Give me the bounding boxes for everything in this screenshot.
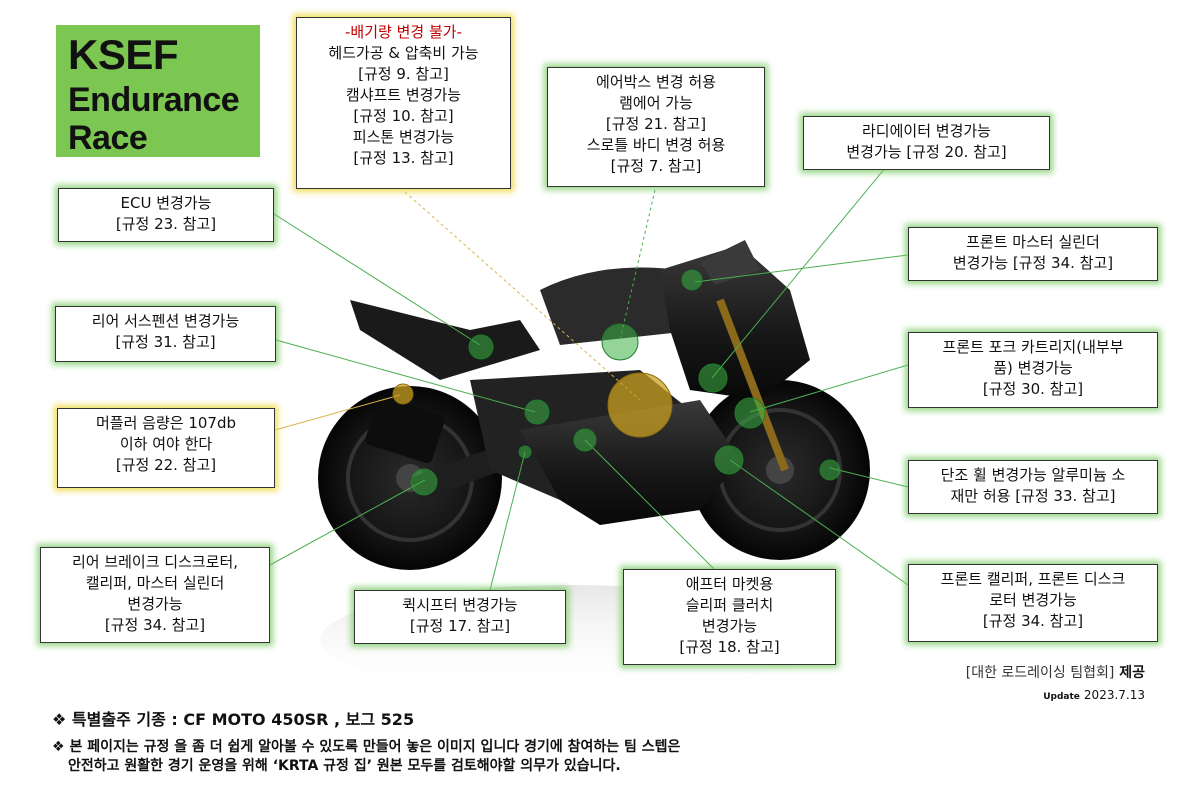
callout-text: 이하 여야 한다 — [119, 435, 213, 453]
callout-muffler: 머플러 음량은 107db 이하 여야 한다 [규정 22. 참고] — [57, 408, 275, 488]
markers — [410, 269, 841, 496]
callout-text: [규정 23. 참고] — [115, 215, 217, 233]
title-line-3: Race — [68, 119, 148, 157]
marker-wheel — [714, 445, 744, 475]
callout-text: [규정 22. 참고] — [115, 456, 217, 474]
callout-text: [규정 21. 참고] — [605, 115, 707, 133]
credit-org: [대한 로드레이싱 팀협회] — [965, 665, 1115, 681]
callout-text: [규정 13. 참고] — [353, 149, 454, 167]
lower-fairing — [520, 400, 740, 525]
callout-text: 에어박스 변경 허용 — [596, 73, 716, 91]
exhaust-muffler — [365, 396, 445, 464]
callout-quickshifter: 퀵시프터 변경가능 [규정 17. 참고] — [354, 590, 566, 644]
windscreen — [700, 240, 760, 285]
callout-text: 재만 허용 [규정 33. 참고] — [950, 487, 1116, 505]
note-disclaimer-line1: 본 페이지는 규정 을 좀 더 쉽게 알아볼 수 있도록 만들어 놓은 이미지 … — [69, 739, 681, 755]
callout-text: [규정 7. 참고] — [610, 157, 702, 175]
update-date: 2023.7.13 — [1083, 688, 1145, 702]
update-label: Update — [1043, 692, 1080, 702]
callout-text: 라디에이터 변경가능 — [862, 122, 991, 140]
callout-text: 단조 휠 변경가능 알루미늄 소 — [940, 466, 1126, 484]
marker-displacement — [607, 372, 673, 438]
callout-rear-suspension: 리어 서스펜션 변경가능 [규정 31. 참고] — [55, 306, 276, 362]
callout-text: [규정 30. 참고] — [982, 380, 1084, 398]
callout-text: 스로틀 바디 변경 허용 — [586, 136, 726, 154]
callout-text: ECU 변경가능 — [120, 194, 212, 212]
callout-displacement: -배기량 변경 불가- 헤드가공 & 압축비 가능 [규정 9. 참고] 캠샤프… — [296, 17, 511, 189]
callout-text: [규정 31. 참고] — [115, 333, 216, 351]
callout-text: 변경가능 [규정 34. 참고] — [952, 254, 1114, 272]
note-machine-text: 특별출주 기종 : CF MOTO 450SR , 보그 525 — [71, 710, 415, 729]
callout-front-caliper: 프론트 캘리퍼, 프론트 디스크 로터 변경가능 [규정 34. 참고] — [908, 564, 1158, 642]
marker-front-master — [681, 269, 703, 291]
callout-radiator: 라디에이터 변경가능 변경가능 [규정 20. 참고] — [803, 116, 1050, 170]
callout-text: [규정 9. 참고] — [358, 65, 449, 83]
marker-fork — [734, 397, 766, 429]
marker-airbox — [601, 323, 639, 361]
callout-text: [규정 34. 참고] — [104, 616, 206, 634]
callout-text: 애프터 마켓용 — [685, 575, 774, 593]
callout-text: 프론트 포크 카트리지(내부부 — [942, 338, 1124, 356]
callout-text: 프론트 캘리퍼, 프론트 디스크 — [940, 570, 1126, 588]
callout-text: 램에어 가능 — [619, 94, 693, 112]
note-disclaimer-line2: 안전하고 원활한 경기 운영을 위해 ‘KRTA 규정 집’ 원본 모두를 검토… — [68, 758, 621, 774]
callout-text: 변경가능 — [701, 617, 758, 635]
callout-wheel: 단조 휠 변경가능 알루미늄 소 재만 허용 [규정 33. 참고] — [908, 460, 1158, 514]
callout-text: 리어 브레이크 디스크로터, — [71, 553, 239, 571]
fuel-tank — [540, 267, 700, 345]
callout-text: 퀵시프터 변경가능 — [402, 596, 518, 614]
callout-text: [규정 17. 참고] — [409, 617, 511, 635]
callout-text: [규정 34. 참고] — [982, 612, 1084, 630]
callout-text: [규정 18. 참고] — [679, 638, 780, 656]
callout-text: 로터 변경가능 — [989, 591, 1077, 609]
tail-section — [350, 300, 540, 380]
callout-text: 캘리퍼, 마스터 실린더 — [85, 574, 225, 592]
callout-text: 피스톤 변경가능 — [352, 128, 455, 146]
note-disclaimer: ❖ 본 페이지는 규정 을 좀 더 쉽게 알아볼 수 있도록 만들어 놓은 이미… — [52, 738, 680, 776]
marker-ecu — [468, 334, 494, 360]
callout-text: 리어 서스펜션 변경가능 — [91, 312, 240, 330]
callout-text: 머플러 음량은 107db — [95, 414, 236, 432]
callout-ecu: ECU 변경가능 [규정 23. 참고] — [58, 188, 274, 242]
title-box: KSEF Endurance Race — [56, 25, 260, 157]
callout-text: 슬리퍼 클러치 — [685, 596, 774, 614]
marker-slipper — [573, 428, 597, 452]
bullet-icon: ❖ — [52, 739, 65, 755]
callout-text: 품) 변경가능 — [993, 359, 1073, 377]
callout-rear-brake: 리어 브레이크 디스크로터, 캘리퍼, 마스터 실린더 변경가능 [규정 34.… — [40, 547, 270, 643]
callout-text: [규정 10. 참고] — [353, 107, 454, 125]
leader-lines — [259, 149, 909, 591]
leader-lines-yellow — [274, 191, 641, 431]
marker-rear-suspension — [524, 399, 550, 425]
callout-front-master: 프론트 마스터 실린더 변경가능 [규정 34. 참고] — [908, 227, 1158, 281]
callout-text: 프론트 마스터 실린더 — [966, 233, 1100, 251]
callout-text: 변경가능 — [127, 595, 183, 613]
front-fork — [716, 298, 789, 472]
marker-front-caliper — [819, 459, 841, 481]
callout-text: 캠샤프트 변경가능 — [345, 86, 462, 104]
credit-suffix: 제공 — [1114, 665, 1145, 681]
callout-displacement-warning: -배기량 변경 불가- — [345, 23, 462, 41]
callout-text: 변경가능 [규정 20. 참고] — [846, 143, 1007, 161]
callout-fork-cartridge: 프론트 포크 카트리지(내부부 품) 변경가능 [규정 30. 참고] — [908, 332, 1158, 408]
marker-rear-brake — [410, 468, 438, 496]
callout-text: 헤드가공 & 압축비 가능 — [328, 44, 479, 62]
note-machine: ❖ 특별출주 기종 : CF MOTO 450SR , 보그 525 — [52, 706, 414, 730]
marker-radiator — [698, 363, 728, 393]
bullet-icon: ❖ — [52, 710, 67, 729]
marker-muffler — [392, 383, 414, 405]
title-line-2: Endurance — [68, 81, 240, 119]
callout-airbox: 에어박스 변경 허용 램에어 가능 [규정 21. 참고] 스로틀 바디 변경 … — [547, 67, 765, 187]
credit: [대한 로드레이싱 팀협회] 제공 — [966, 662, 1145, 682]
title-line-1: KSEF — [68, 31, 179, 78]
callout-slipper: 애프터 마켓용 슬리퍼 클러치 변경가능 [규정 18. 참고] — [623, 569, 836, 665]
marker-quickshifter — [518, 445, 532, 459]
